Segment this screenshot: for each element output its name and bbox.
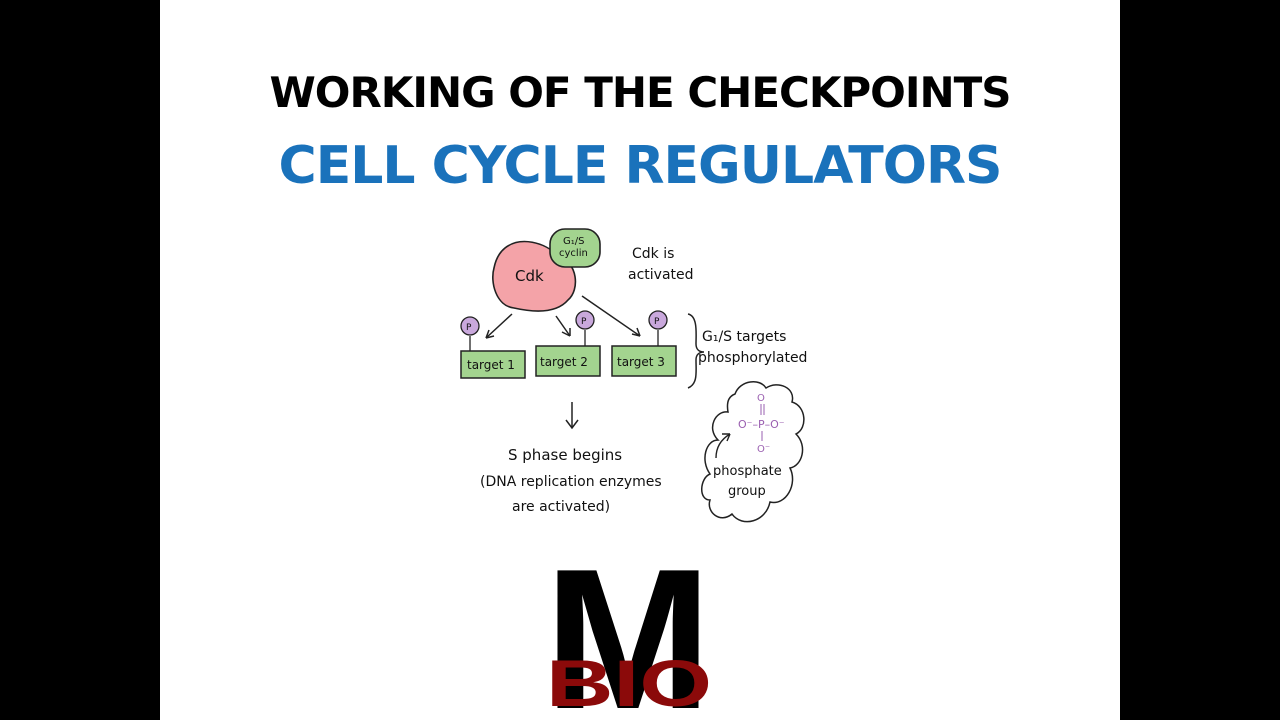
phospho-marker-3: P: [648, 310, 668, 346]
phosphate-formula-top: O: [757, 393, 765, 404]
cdk-note-line2: activated: [628, 267, 694, 283]
logo-text-bio: BIO: [546, 646, 712, 720]
target-label-2: target 2: [540, 355, 588, 369]
cyclin-shape: [549, 228, 601, 268]
svg-text:P: P: [581, 317, 587, 327]
targets-brace: [687, 313, 705, 389]
cyclin-label-line2: cyclin: [559, 248, 588, 259]
mbio-logo: M BIO: [544, 528, 712, 720]
svg-text:P: P: [466, 323, 472, 333]
phosphate-pointer-arrow: [715, 433, 731, 459]
activation-arrows: [485, 295, 641, 339]
arrow-to-target-3: [581, 295, 641, 337]
target-box-1: target 1: [460, 350, 526, 379]
target-label-1: target 1: [467, 358, 515, 372]
phospho-marker-1: P: [460, 316, 480, 352]
slide-title: WORKING OF THE CHECKPOINTS: [269, 68, 1011, 117]
phosphate-cloud: [701, 381, 805, 523]
cyclin-label-line1: G₁/S: [563, 236, 584, 247]
target-box-3: target 3: [611, 345, 677, 377]
svg-text:P: P: [654, 317, 660, 327]
targets-note-line2: phosphorylated: [698, 350, 807, 366]
arrow-to-target-2: [555, 315, 571, 337]
arrow-to-target-1: [485, 313, 513, 339]
outcome-line2: (DNA replication enzymes: [480, 474, 662, 490]
logo-letter-m: M: [544, 528, 712, 720]
targets-note-line1: G₁/S targets: [702, 329, 786, 345]
phospho-marker-2: P: [575, 310, 595, 346]
outcome-line3: are activated): [512, 499, 610, 515]
target-box-2: target 2: [535, 345, 601, 377]
cdk-note-line1: Cdk is: [632, 246, 674, 262]
outcome-line1: S phase begins: [508, 446, 622, 464]
slide: WORKING OF THE CHECKPOINTS CELL CYCLE RE…: [160, 0, 1120, 720]
cell-cycle-diagram: Cdk G₁/S cyclin Cdk is activated P P: [460, 228, 807, 720]
phosphate-formula-bottom: O⁻: [757, 444, 770, 455]
phosphate-formula-mid: O⁻–P–O⁻: [738, 418, 785, 431]
phosphate-label-line2: group: [728, 484, 766, 499]
target-label-3: target 3: [617, 355, 665, 369]
down-arrow: [565, 402, 579, 430]
slide-subtitle: CELL CYCLE REGULATORS: [278, 136, 1003, 196]
phosphate-label-line1: phosphate: [713, 464, 782, 479]
cdk-label: Cdk: [515, 267, 544, 285]
